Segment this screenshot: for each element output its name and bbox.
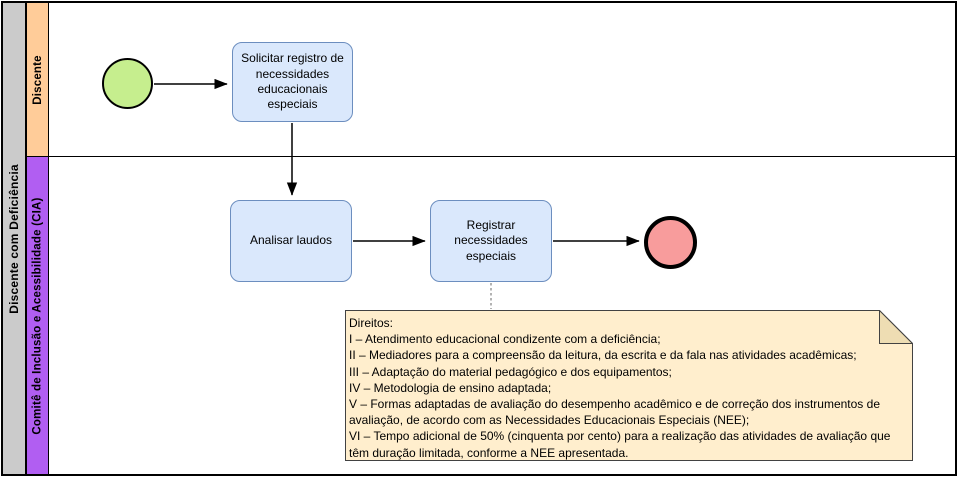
annotation-note[interactable]: Direitos: I – Atendimento educacional co… — [345, 310, 913, 461]
task-registrar-necessidades[interactable]: Registrar necessidades especiais — [430, 200, 552, 282]
pool-title: Discente com Deficiência — [7, 163, 21, 314]
pool-header[interactable]: Discente com Deficiência — [3, 3, 27, 474]
lane-discente-header[interactable]: Discente — [27, 3, 49, 156]
task-solicitar-registro-label: Solicitar registro de necessidades educa… — [241, 51, 344, 112]
lane-discente: Discente — [27, 3, 955, 157]
lane-discente-title: Discente — [31, 54, 44, 105]
lane-comite-cia: Comitê de Inclusão e Acessibilidade (CIA… — [27, 157, 955, 474]
task-registrar-necessidades-label: Registrar necessidades especiais — [454, 217, 528, 263]
start-event[interactable] — [102, 58, 153, 109]
task-solicitar-registro[interactable]: Solicitar registro de necessidades educa… — [232, 42, 353, 122]
lane-comite-cia-header[interactable]: Comitê de Inclusão e Acessibilidade (CIA… — [27, 157, 49, 474]
task-analisar-laudos-label: Analisar laudos — [249, 233, 333, 248]
note-shape-outline — [345, 310, 913, 461]
note-body — [345, 310, 913, 461]
note-fold — [879, 310, 913, 344]
end-event[interactable] — [644, 216, 697, 269]
note-text: Direitos: I – Atendimento educacional co… — [349, 316, 891, 460]
task-analisar-laudos[interactable]: Analisar laudos — [230, 200, 352, 282]
lane-comite-cia-title: Comitê de Inclusão e Acessibilidade (CIA… — [31, 196, 44, 435]
